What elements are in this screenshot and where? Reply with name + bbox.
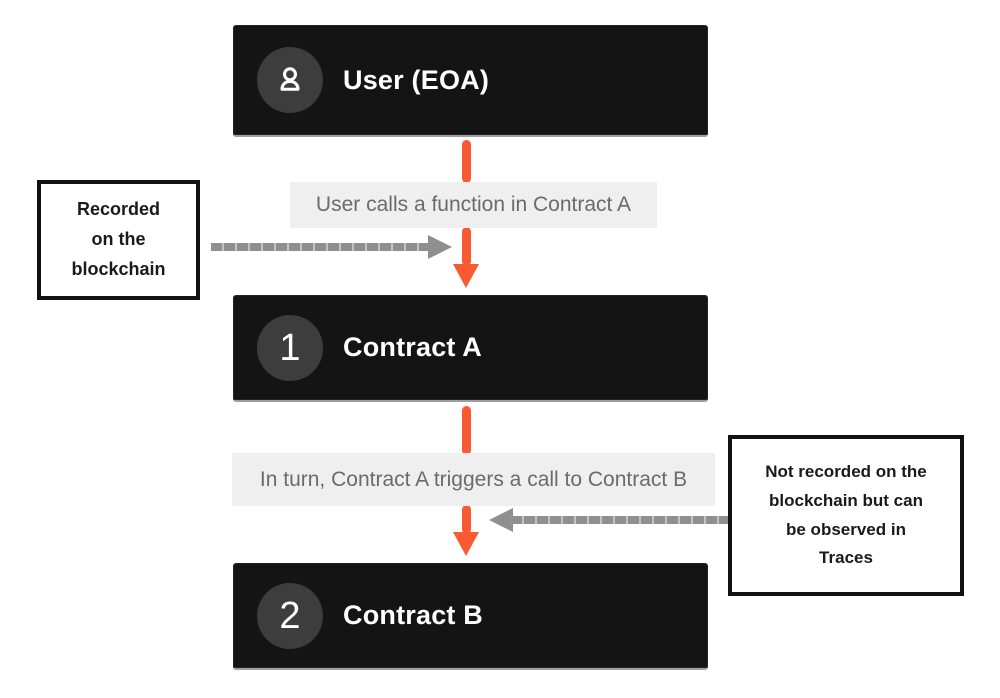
node-user-eoa: User (EOA) [233,25,708,137]
contract-a-number-badge: 1 [257,314,323,381]
flow-label-user-calls: User calls a function in Contract A [290,182,657,228]
arrow-contract-a-to-b-line-top [462,406,471,455]
note-not-recorded-traces: Not recorded on the blockchain but can b… [728,435,964,596]
user-icon [280,67,300,91]
arrow-contract-a-to-b-line-bottom [462,505,471,534]
flow-label-contract-a-triggers: In turn, Contract A triggers a call to C… [232,453,715,506]
contract-b-number-badge: 2 [257,582,323,649]
node-user-label: User (EOA) [343,64,490,95]
arrow-user-to-contract-a-line-top [462,140,471,183]
contract-a-number: 1 [279,326,301,369]
node-contract-b-label: Contract B [343,600,484,630]
contract-b-number: 2 [279,594,301,637]
note-recorded-on-blockchain: Recorded on the blockchain [37,180,200,300]
connector-traces-note-line [511,516,728,524]
arrow-contract-a-to-b-head-icon [453,532,479,556]
node-contract-a-label: Contract A [343,332,483,362]
arrow-user-to-contract-a-line-bottom [462,227,471,266]
connector-recorded-note-line [211,243,429,251]
node-contract-b: 2 Contract B [233,563,708,670]
connector-traces-note-arrowhead-icon [489,508,513,532]
connector-recorded-note-arrowhead-icon [428,235,452,259]
user-avatar-badge [257,47,323,113]
arrow-user-to-contract-a-head-icon [453,264,479,288]
node-contract-a: 1 Contract A [233,295,708,402]
